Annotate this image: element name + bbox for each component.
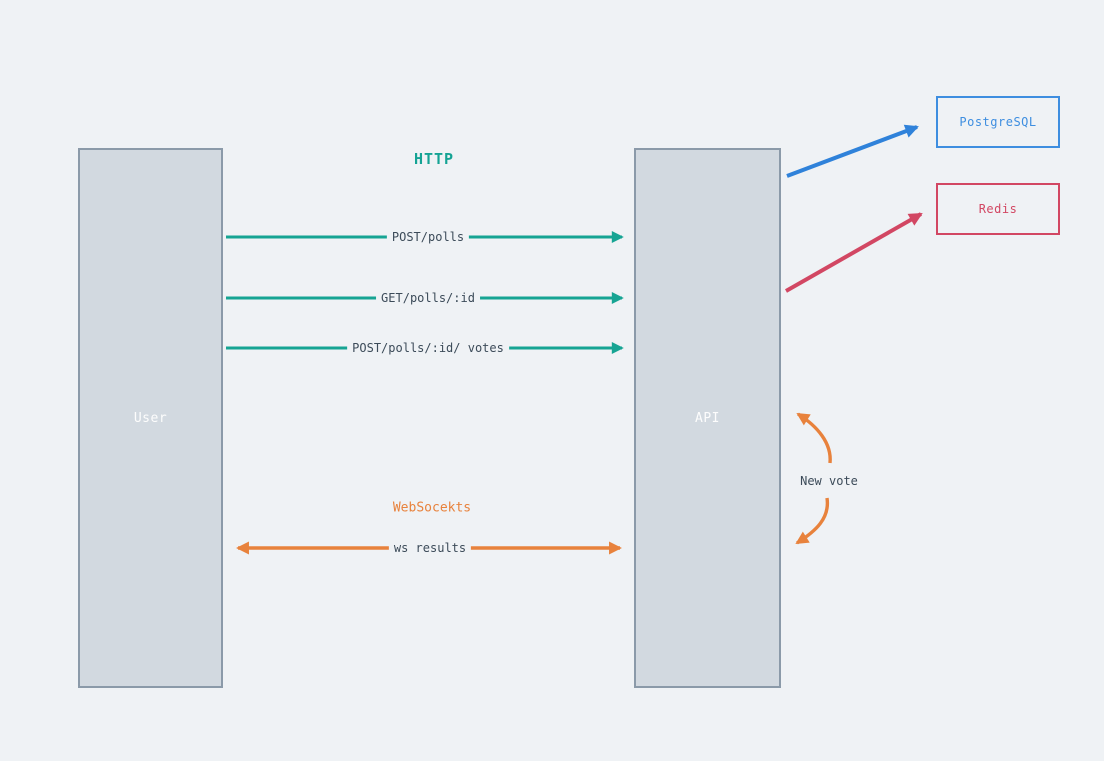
websockets-section-title: WebSocekts — [392, 500, 472, 516]
arrow-label-post-polls-votes: POST/polls/:id/ votes — [347, 340, 509, 356]
api-node: API — [634, 148, 781, 688]
postgresql-node: PostgreSQL — [936, 96, 1060, 148]
redis-node: Redis — [936, 183, 1060, 235]
arrow-label-post-polls: POST/polls — [386, 229, 470, 245]
redis-node-label: Redis — [978, 202, 1018, 216]
arrow-api-redis — [785, 212, 923, 293]
http-section-title: HTTP — [413, 150, 455, 168]
user-node: User — [78, 148, 223, 688]
arrow-label-new-vote: New vote — [797, 474, 861, 488]
arrow-new-vote-upper — [796, 412, 832, 464]
arrow-label-get-polls-id: GET/polls/:id — [376, 290, 480, 306]
arrow-label-ws-results: ws results — [388, 540, 472, 556]
user-node-label: User — [133, 410, 168, 426]
api-node-label: API — [695, 410, 720, 426]
arrow-new-vote-lower — [795, 497, 830, 545]
postgresql-node-label: PostgreSQL — [959, 115, 1037, 129]
arrow-api-postgresql — [786, 124, 919, 178]
